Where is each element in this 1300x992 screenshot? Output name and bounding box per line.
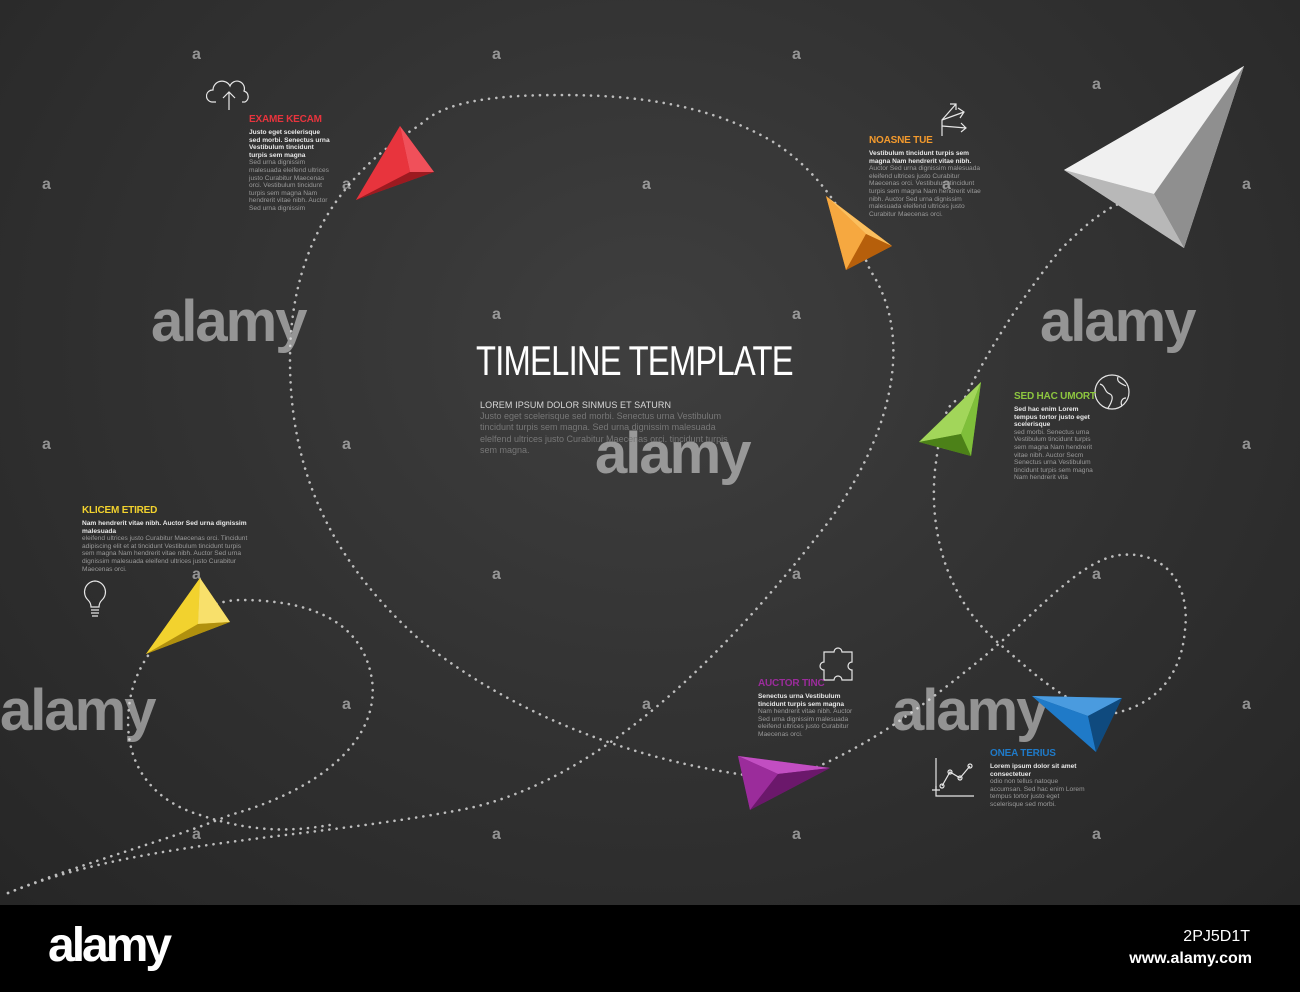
watermark-mark: a <box>492 826 501 843</box>
subheading: LOREM IPSUM DOLOR SINMUS ET SATURN <box>480 400 672 410</box>
watermark-text: alamy <box>0 678 156 743</box>
watermark-mark: a <box>42 436 51 453</box>
stock-footer-bar <box>0 905 1300 992</box>
watermark-mark: a <box>342 176 351 193</box>
dark-canvas: alamy alamy alamy alamy alamy a a a a a … <box>0 0 1300 905</box>
watermark-text: alamy <box>595 421 751 486</box>
watermark-mark: a <box>1092 76 1101 93</box>
footer-logo: alamy <box>48 919 172 972</box>
puzzle-icon <box>818 642 860 684</box>
intro-text: Justo eget scelerisque sed morbi. Senect… <box>480 411 728 456</box>
watermark-mark: a <box>492 46 501 63</box>
watermark-mark: a <box>1242 696 1251 713</box>
milestone-body: Sed urna dignissim malesuada eleifend ul… <box>249 159 329 212</box>
milestone-heading: SED HAC UMORT <box>1014 391 1096 402</box>
milestone-card: NOASNE TUE Vestibulum tincidunt turpis s… <box>869 135 983 218</box>
milestone-lead: Justo eget scelerisque sed morbi. Senect… <box>249 129 330 159</box>
watermark-mark: a <box>1242 176 1251 193</box>
milestone-heading: ONEA TERIUS <box>990 748 1056 759</box>
white-paper-plane <box>1064 66 1244 248</box>
milestone-body: sed morbi. Senectus urna Vestibulum tinc… <box>1014 428 1093 482</box>
milestone-lead: Senectus urna Vestibulum tincidunt turpi… <box>758 693 845 708</box>
lightbulb-icon <box>80 578 110 622</box>
blue-paper-plane <box>1032 696 1122 752</box>
flight-path-main <box>6 93 895 895</box>
watermark-mark: a <box>792 566 801 583</box>
watermark-mark: a <box>942 176 951 193</box>
flight-path-right-loop <box>808 553 1188 772</box>
flight-path-upper-right <box>948 198 1132 432</box>
watermark-mark: a <box>342 436 351 453</box>
watermark-mark: a <box>642 176 651 193</box>
yellow-paper-plane <box>146 578 230 654</box>
watermark-mark: a <box>792 46 801 63</box>
milestone-lead: Lorem ipsum dolor sit amet consectetuer <box>990 763 1077 778</box>
watermark-mark: a <box>192 46 201 63</box>
milestone-body: Nam hendrerit vitae nibh. Auctor Sed urn… <box>758 708 853 738</box>
dotted-flight-paths <box>6 93 1188 895</box>
milestone-lead: Vestibulum tincidunt turpis sem magna Na… <box>869 150 972 165</box>
watermark-mark: a <box>792 306 801 323</box>
milestone-card: ONEA TERIUS Lorem ipsum dolor sit amet c… <box>990 748 1090 809</box>
watermark-mark: a <box>42 176 51 193</box>
footer-site: www.alamy.com <box>1129 950 1252 967</box>
milestone-heading: KLICEM ETIRED <box>82 505 158 516</box>
purple-paper-plane <box>738 756 830 810</box>
watermark-mark: a <box>1092 566 1101 583</box>
diverging-arrows-icon <box>934 98 974 138</box>
watermark-mark: a <box>192 826 201 843</box>
watermark-mark: a <box>492 306 501 323</box>
page-title: TIMELINE TEMPLATE <box>476 337 794 384</box>
green-paper-plane <box>919 382 981 456</box>
milestone-card: AUCTOR TINC Senectus urna Vestibulum tin… <box>758 678 854 739</box>
watermark-text: alamy <box>151 289 307 354</box>
milestone-body: eleifend ultrices justo Curabitur Maecen… <box>82 535 248 573</box>
watermark-text: alamy <box>1040 289 1196 354</box>
milestone-heading: NOASNE TUE <box>869 135 933 146</box>
globe-icon <box>1092 372 1132 412</box>
watermark-mark: a <box>1092 826 1101 843</box>
watermark-mark: a <box>342 696 351 713</box>
milestone-body: odio non tellus natoque accumsan. Sed ha… <box>990 778 1085 808</box>
watermark-mark: a <box>492 566 501 583</box>
cloud-upload-icon <box>206 74 252 114</box>
milestone-body: Auctor Sed urna dignissim malesuada elei… <box>869 165 981 218</box>
watermark-mark: a <box>792 826 801 843</box>
flight-path-left-loop <box>6 598 375 895</box>
milestone-heading: AUCTOR TINC <box>758 678 825 689</box>
milestone-lead: Sed hac enim Lorem tempus tortor justo e… <box>1014 406 1090 429</box>
milestone-card: KLICEM ETIRED Nam hendrerit vitae nibh. … <box>82 505 248 573</box>
watermark-text: alamy <box>892 678 1048 743</box>
watermark-mark: a <box>192 566 201 583</box>
red-paper-plane <box>356 126 434 200</box>
line-chart-icon <box>930 756 976 800</box>
orange-paper-plane <box>826 196 892 270</box>
watermark-mark: a <box>642 696 651 713</box>
milestone-lead: Nam hendrerit vitae nibh. Auctor Sed urn… <box>82 520 247 535</box>
image-id: 2PJ5D1T <box>1183 928 1250 945</box>
watermark-mark: a <box>1242 436 1251 453</box>
milestone-card: EXAME KECAM Justo eget scelerisque sed m… <box>249 114 331 213</box>
milestone-heading: EXAME KECAM <box>249 114 322 125</box>
milestone-card: SED HAC UMORT Sed hac enim Lorem tempus … <box>1014 391 1096 482</box>
